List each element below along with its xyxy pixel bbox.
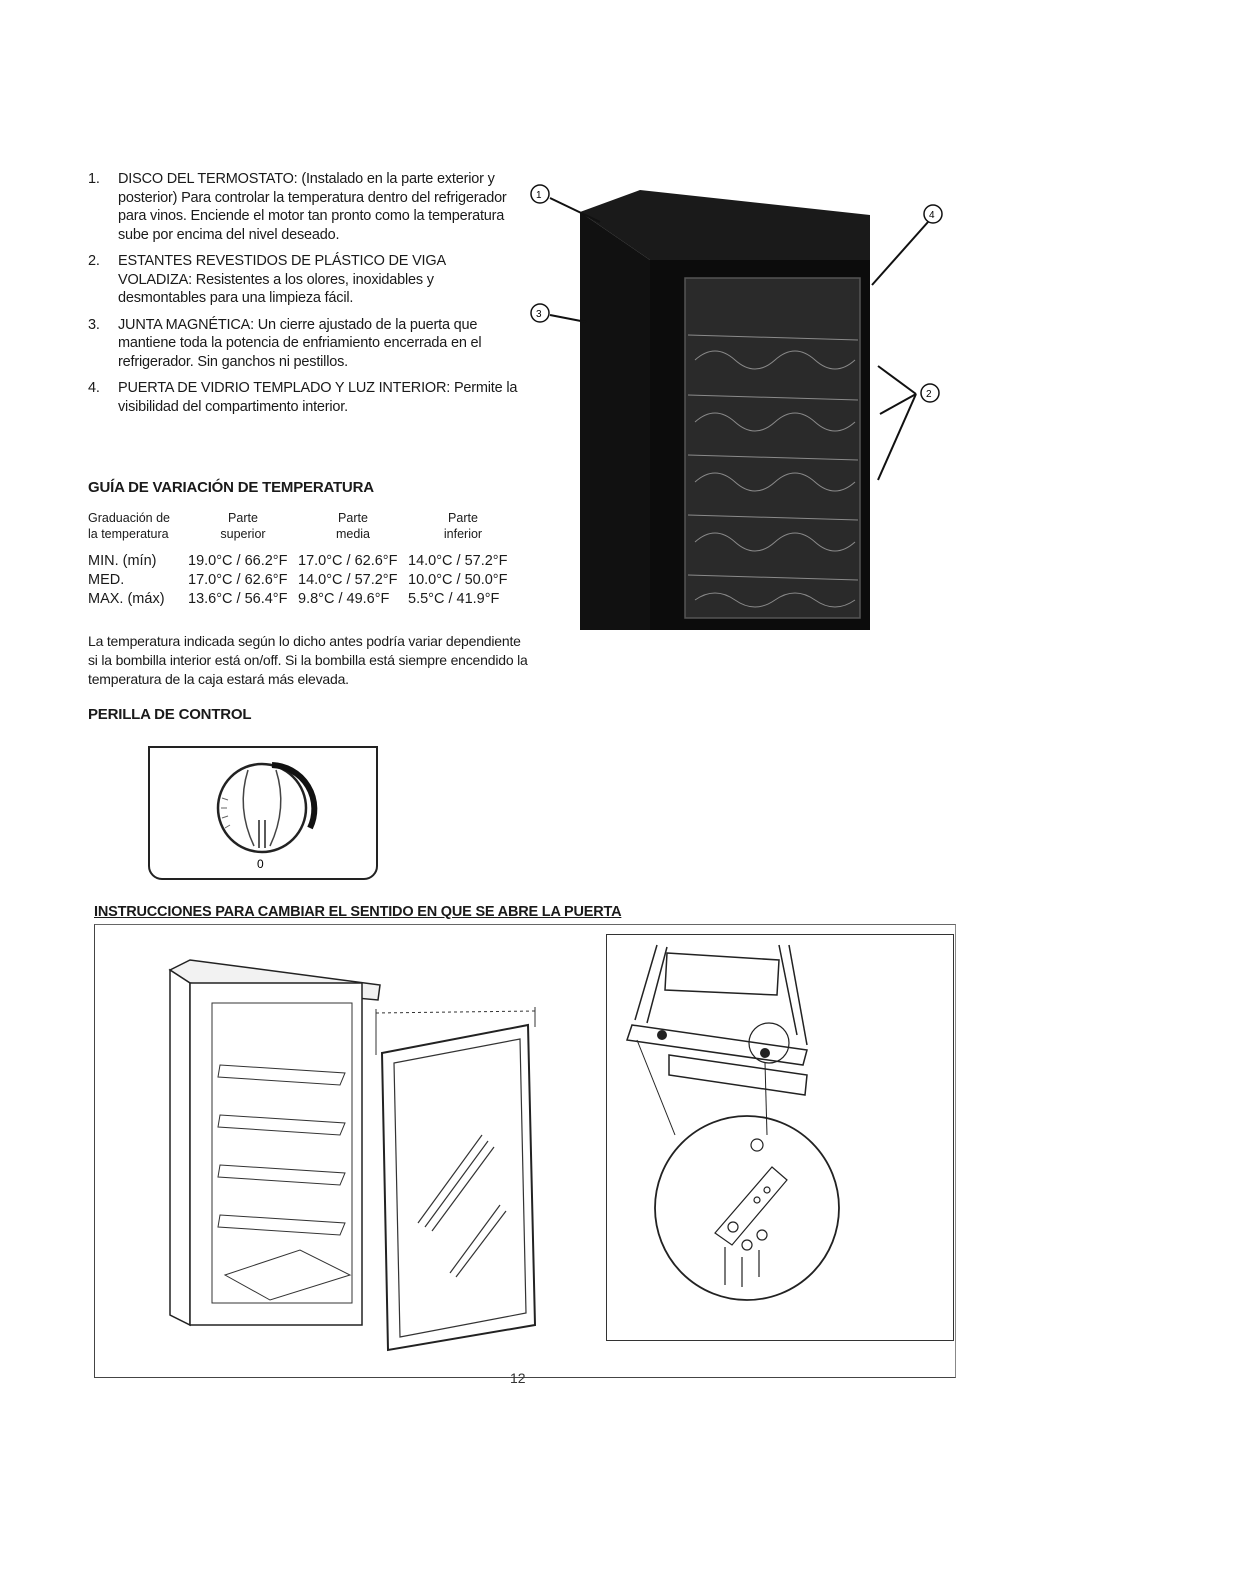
feature-title: PUERTA DE VIDRIO TEMPLADO Y LUZ INTERIOR… [118, 380, 451, 396]
door-instructions-title: INSTRUCCIONES PARA CAMBIAR EL SENTIDO EN… [94, 904, 622, 920]
table-cell: 5.5°C / 41.9°F [408, 591, 500, 607]
feature-number: 3. [88, 316, 100, 333]
table-row: MED. 17.0°C / 62.6°F 14.0°C / 57.2°F 10.… [88, 571, 518, 590]
knob-zero-label: 0 [257, 857, 264, 871]
table-cell: 17.0°C / 62.6°F [188, 572, 288, 588]
table-cell: 10.0°C / 50.0°F [408, 572, 508, 588]
table-row: MAX. (máx) 13.6°C / 56.4°F 9.8°C / 49.6°… [88, 590, 518, 609]
feature-list: 1. DISCO DEL TERMOSTATO: (Instalado en l… [88, 170, 518, 424]
feature-number: 4. [88, 380, 100, 396]
table-cell: 14.0°C / 57.2°F [298, 572, 398, 588]
hinge-detail-frame [606, 934, 954, 1341]
feature-item-2: 2. ESTANTES REVESTIDOS DE PLÁSTICO DE VI… [88, 252, 518, 308]
feature-title: ESTANTES REVESTIDOS DE PLÁSTICO DE VIGA … [118, 253, 446, 288]
table-cell: MED. [88, 572, 125, 588]
control-knob-panel: 0 [148, 746, 378, 880]
feature-description: (Instalado en la parte exterior y poster… [118, 171, 507, 243]
table-cell: 14.0°C / 57.2°F [408, 553, 508, 569]
feature-title: DISCO DEL TERMOSTATO: [118, 171, 298, 187]
table-row: MIN. (mín) 19.0°C / 66.2°F 17.0°C / 62.6… [88, 552, 518, 571]
feature-item-4: 4. PUERTA DE VIDRIO TEMPLADO Y LUZ INTER… [88, 379, 518, 416]
table-cell: 17.0°C / 62.6°F [298, 553, 398, 569]
feature-item-3: 3. JUNTA MAGNÉTICA: Un cierre ajustado d… [88, 316, 518, 372]
control-knob-title: PERILLA DE CONTROL [88, 706, 252, 723]
callout-4: 4 [929, 210, 935, 221]
table-cell: 13.6°C / 56.4°F [188, 591, 288, 607]
door-instructions-frame [94, 924, 956, 1378]
feature-number: 1. [88, 171, 100, 187]
feature-number: 2. [88, 253, 100, 269]
feature-title: JUNTA MAGNÉTICA: [118, 316, 254, 333]
temp-guide-title: GUÍA DE VARIACIÓN DE TEMPERATURA [88, 479, 374, 496]
feature-description: Un cierre ajustado de la puerta que mant… [118, 316, 482, 370]
callout-1: 1 [536, 190, 542, 201]
wine-cooler-illustration: 1 3 4 2 [530, 184, 943, 630]
feature-description: Permite la visibilidad del compartimento… [118, 380, 518, 415]
table-cell: MIN. (mín) [88, 553, 157, 569]
temp-guide-note: La temperatura indicada según lo dicho a… [88, 633, 528, 687]
callout-3: 3 [536, 309, 542, 320]
page-number: 12 [510, 1370, 526, 1386]
table-cell: 9.8°C / 49.6°F [298, 591, 390, 607]
thermostat-knob-icon: 0 [216, 762, 318, 871]
hinge-detail-illustration [626, 944, 840, 1301]
open-cabinet-and-door-illustration [168, 959, 537, 1352]
feature-item-1: 1. DISCO DEL TERMOSTATO: (Instalado en l… [88, 170, 518, 244]
feature-description: Resistentes a los olores, inoxidables y … [118, 271, 434, 307]
table-cell: MAX. (máx) [88, 591, 165, 607]
table-cell: 19.0°C / 66.2°F [188, 553, 288, 569]
callout-2: 2 [926, 389, 932, 400]
